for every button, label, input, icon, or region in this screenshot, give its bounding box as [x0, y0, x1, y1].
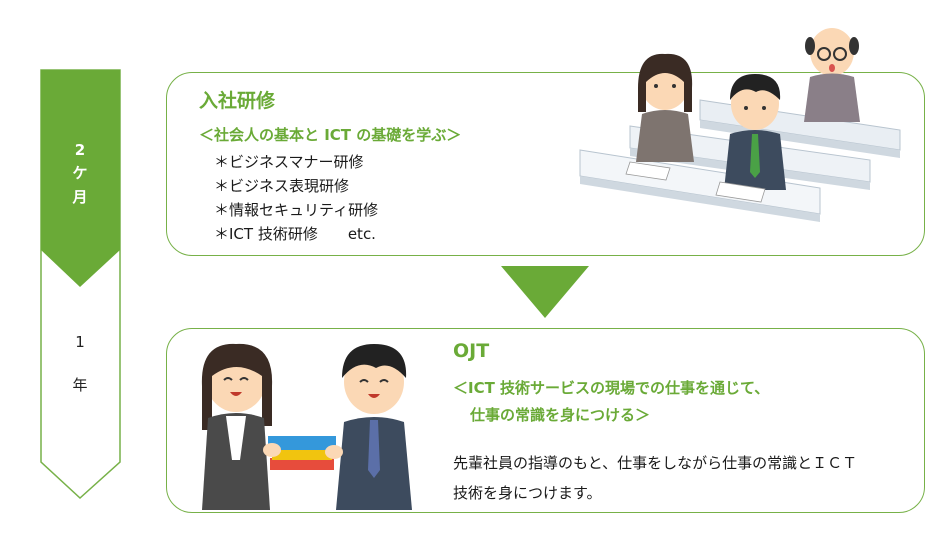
- description-line: 先輩社員の指導のもと、仕事をしながら仕事の常識とＩＣＴ: [453, 454, 858, 472]
- stage2-title: OJT: [453, 340, 490, 362]
- stage2-description: 先輩社員の指導のもと、仕事をしながら仕事の常識とＩＣＴ 技術を身につけます。: [453, 448, 913, 508]
- timeline-shape: [40, 69, 121, 500]
- timeline-first-period-chevron: [41, 70, 120, 287]
- handover-book-illustration: [201, 343, 412, 510]
- timeline-label-char: 年: [72, 376, 88, 395]
- spacer: [62, 354, 98, 374]
- down-arrow-icon: [501, 266, 589, 318]
- stage2-subtitle-line2: 仕事の常識を身につける＞: [470, 406, 651, 424]
- stage1-title: 入社研修: [199, 90, 276, 112]
- stage2-box: [166, 328, 925, 513]
- timeline: 2 ケ 月 1 年: [0, 0, 160, 557]
- list-item: ＊ICT 技術研修 etc.: [214, 225, 376, 243]
- list-item: ＊ビジネス表現研修: [214, 177, 350, 195]
- classroom-training-illustration: [579, 28, 901, 222]
- list-item: ＊情報セキュリティ研修: [214, 201, 379, 219]
- timeline-label-char: 2: [74, 141, 86, 159]
- description-line: 技術を身につけます。: [453, 484, 602, 502]
- timeline-first-period-label: 2 ケ 月: [62, 139, 98, 209]
- timeline-label-char: 1: [75, 333, 85, 351]
- stage1-item-list: ＊ビジネスマナー研修 ＊ビジネス表現研修 ＊情報セキュリティ研修 ＊ICT 技術…: [214, 150, 378, 246]
- timeline-label-char: 月: [72, 187, 88, 206]
- list-item: ＊ビジネスマナー研修: [214, 153, 364, 171]
- timeline-label-char: ケ: [72, 164, 88, 183]
- timeline-second-period-label: 1 年: [62, 331, 98, 398]
- stage2-subtitle-line1: ＜ICT 技術サービスの現場での仕事を通じて、: [453, 379, 770, 397]
- stage1-subtitle: ＜社会人の基本と ICT の基礎を学ぶ＞: [199, 126, 462, 144]
